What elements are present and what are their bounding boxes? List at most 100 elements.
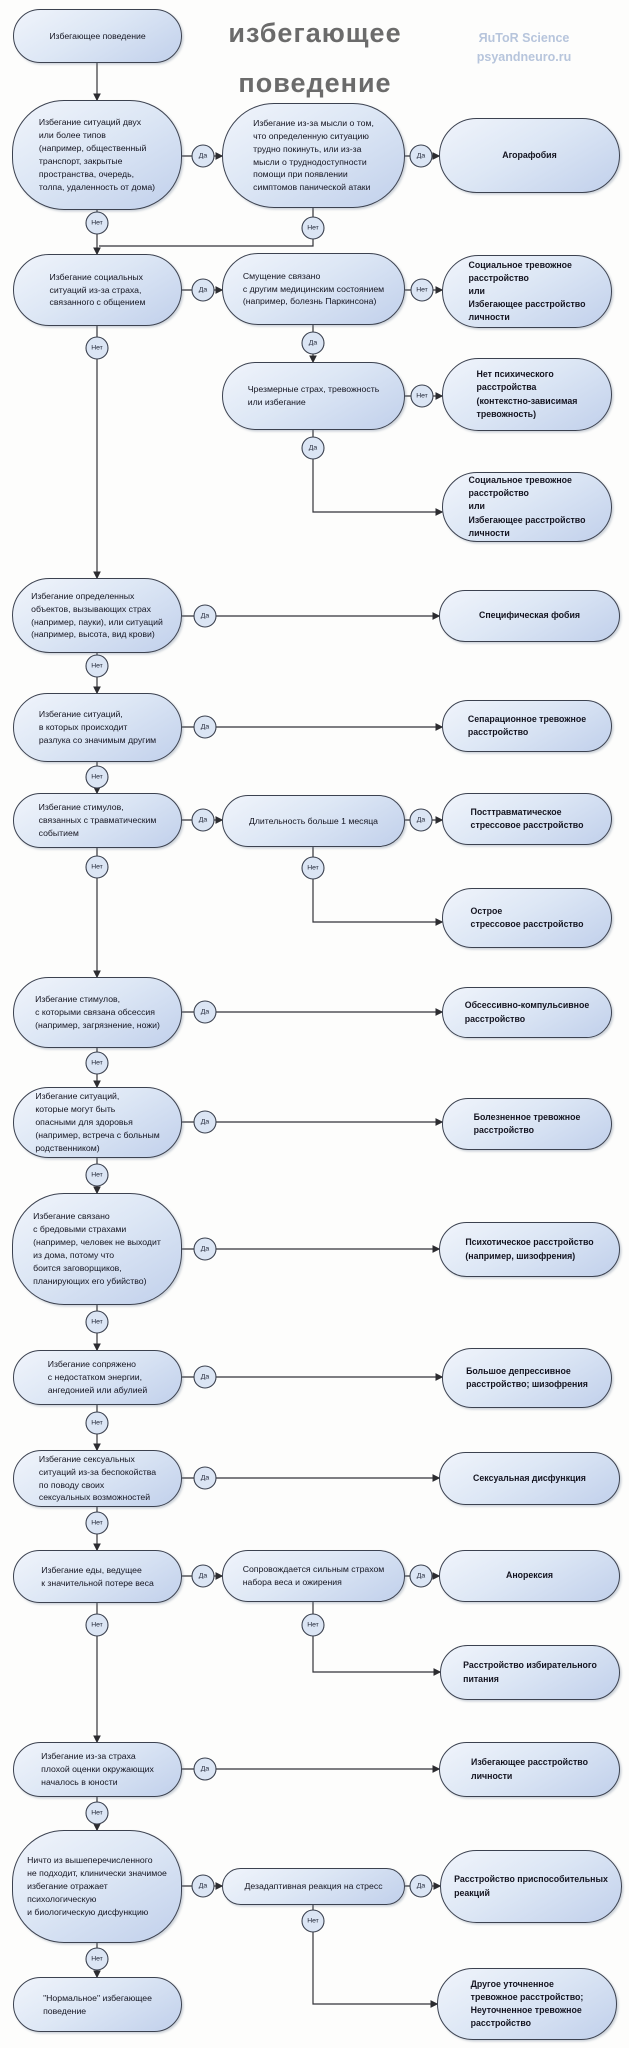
flow-node-r-separation-anxiety: Сепарационное тревожное расстройство	[442, 700, 612, 752]
flow-node-text: Ничто из вышеперечисленного не подходит,…	[27, 1855, 167, 1917]
svg-text:Да: Да	[199, 1573, 208, 1580]
flow-node-text: Избегающее расстройство личности	[471, 1757, 588, 1781]
flow-node-text: Избегание связано с бредовыми страхами (…	[33, 1211, 161, 1286]
svg-text:Нет: Нет	[91, 1520, 103, 1527]
flow-node-text: Обсессивно-компульсивное расстройство	[464, 1000, 590, 1024]
flow-node-q-excessive-fear: Чрезмерные страх, тревожность или избега…	[222, 362, 405, 430]
svg-text:Нет: Нет	[91, 864, 103, 871]
flow-node-q-none-of-above: Ничто из вышеперечисленного не подходит,…	[12, 1830, 182, 1943]
flow-node-q-obsession-stimuli: Избегание стимулов, с которыми связана о…	[13, 977, 182, 1048]
edge-label-no: Нет	[85, 1163, 109, 1187]
flow-node-q-low-energy: Избегание сопряжено с недостатком энерги…	[13, 1350, 182, 1405]
flow-node-r-social-anxiety-or-avoidant-2: Социальное тревожное расстройство или Из…	[442, 472, 612, 542]
edge-label-no: Нет	[301, 1613, 325, 1637]
svg-text:Нет: Нет	[91, 1420, 103, 1427]
edge-label-yes: Да	[193, 1757, 217, 1781]
flow-edge	[99, 208, 314, 247]
edge-label-yes: Да	[409, 1874, 433, 1898]
edge-label-yes: Да	[409, 808, 433, 832]
edge-label-no: Нет	[410, 384, 434, 408]
edge-label-no: Нет	[301, 856, 325, 880]
flow-node-r-arfid: Расстройство избирательного питания	[440, 1645, 620, 1700]
edge-label-no: Нет	[85, 654, 109, 678]
flow-node-text: Избегание ситуаций двух или более типов …	[38, 117, 156, 192]
edge-label-yes: Да	[193, 1000, 217, 1024]
flow-node-text: Психотическое расстройство (например, ши…	[465, 1237, 594, 1261]
svg-text:Да: Да	[417, 817, 426, 824]
flow-node-text: Посттравматическое стрессовое расстройст…	[470, 806, 584, 830]
flow-edge	[312, 1905, 439, 2008]
edge-label-no: Нет	[85, 1511, 109, 1535]
edge-label-no: Нет	[301, 1909, 325, 1933]
watermark: ЯuToR Science psyandneuro.ru	[438, 29, 610, 67]
svg-text:Да: Да	[201, 1246, 210, 1253]
flow-node-q-weight-gain-fear: Сопровождается сильным страхом набора ве…	[222, 1550, 405, 1602]
flow-node-start: Избегающее поведение	[13, 9, 182, 63]
edge-label-no: Нет	[85, 1801, 109, 1825]
flow-node-text: Избегание социальных ситуаций из-за стра…	[49, 271, 146, 308]
flow-node-text: Нет психического расстройства (контекстн…	[476, 369, 578, 419]
edge-label-yes: Да	[193, 604, 217, 628]
flow-node-text: Избегание ситуаций, которые могут быть о…	[35, 1091, 160, 1153]
flow-node-r-specific-phobia: Специфическая фобия	[439, 590, 620, 642]
svg-text:Да: Да	[199, 817, 208, 824]
flow-node-q-trauma-stimuli: Избегание стимулов, связанных с травмати…	[13, 793, 182, 848]
svg-text:Нет: Нет	[307, 1918, 319, 1925]
flow-node-text: Избегание сексуальных ситуаций из-за бес…	[38, 1453, 157, 1503]
flow-node-r-no-mental-disorder: Нет психического расстройства (контекстн…	[442, 358, 612, 431]
flow-node-q-duration-month: Длительность больше 1 месяца	[222, 795, 405, 847]
flow-node-text: Острое стрессовое расстройство	[470, 905, 584, 929]
svg-text:Нет: Нет	[91, 1810, 103, 1817]
edge-label-yes: Да	[409, 1564, 433, 1588]
svg-text:Да: Да	[201, 1374, 210, 1381]
svg-text:Да: Да	[199, 153, 208, 160]
edge-label-no: Нет	[85, 1051, 109, 1075]
flow-node-text: "Нормальное" избегающее поведение	[43, 1992, 152, 2016]
flow-node-r-adjustment-disorder: Расстройство приспособительных реакций	[440, 1850, 622, 1923]
svg-text:Нет: Нет	[307, 865, 319, 872]
edge-label-yes: Да	[301, 436, 325, 460]
edge-label-yes: Да	[193, 1466, 217, 1490]
flow-node-r-sexual-dysfunction: Сексуальная дисфункция	[439, 1452, 620, 1505]
svg-text:Да: Да	[199, 1883, 208, 1890]
svg-text:Да: Да	[417, 1883, 426, 1890]
edge-label-yes: Да	[191, 808, 215, 832]
svg-text:Нет: Нет	[91, 774, 103, 781]
flow-node-q-sexual-situations: Избегание сексуальных ситуаций из-за бес…	[13, 1450, 182, 1507]
flow-node-text: Длительность больше 1 месяца	[248, 815, 379, 826]
svg-text:Нет: Нет	[91, 1956, 103, 1963]
flow-node-text: Избегающее поведение	[49, 30, 146, 41]
svg-text:Да: Да	[201, 1119, 210, 1126]
svg-text:Да: Да	[309, 340, 318, 347]
flow-node-r-illness-anxiety: Болезненное тревожное расстройство	[442, 1098, 612, 1150]
flow-node-q-medical-condition: Смущение связано с другим медицинским со…	[222, 253, 405, 325]
edge-label-yes: Да	[193, 715, 217, 739]
flow-node-text: Расстройство избирательного питания	[463, 1660, 597, 1684]
flow-node-text: Чрезмерные страх, тревожность или избега…	[247, 384, 380, 407]
edge-label-yes: Да	[193, 1110, 217, 1134]
flow-node-text: Расстройство приспособительных реакций	[454, 1874, 608, 1898]
svg-text:Нет: Нет	[416, 287, 428, 294]
edge-label-yes: Да	[191, 278, 215, 302]
edge-label-no: Нет	[85, 1310, 109, 1334]
flow-node-q-food-avoidance: Избегание еды, ведущее к значительной по…	[13, 1550, 182, 1603]
flow-node-text: Избегание из-за мысли о том, что определ…	[253, 117, 374, 193]
flow-node-text: Социальное тревожное расстройство или Из…	[468, 259, 586, 323]
flow-node-text: Избегание еды, ведущее к значительной по…	[41, 1564, 154, 1588]
flow-node-q-social-situations: Избегание социальных ситуаций из-за стра…	[13, 254, 182, 326]
edge-label-yes: Да	[409, 144, 433, 168]
flow-node-text: Специфическая фобия	[478, 610, 581, 621]
edge-label-no: Нет	[85, 211, 109, 235]
flow-node-q-fear-of-evaluation: Избегание из-за страха плохой оценки окр…	[13, 1742, 182, 1797]
flow-node-text: Агорафобия	[502, 149, 557, 160]
svg-text:Нет: Нет	[91, 1060, 103, 1067]
flow-node-text: Анорексия	[505, 1570, 554, 1581]
flow-node-r-agoraphobia: Агорафобия	[439, 118, 620, 193]
svg-text:Да: Да	[417, 1573, 426, 1580]
flow-node-r-social-anxiety-or-avoidant-1: Социальное тревожное расстройство или Из…	[442, 255, 612, 328]
edge-label-no: Нет	[85, 1947, 109, 1971]
flow-node-text: Социальное тревожное расстройство или Из…	[468, 475, 586, 538]
edge-label-no: Нет	[85, 855, 109, 879]
flow-node-text: Избегание из-за страха плохой оценки окр…	[41, 1751, 154, 1787]
